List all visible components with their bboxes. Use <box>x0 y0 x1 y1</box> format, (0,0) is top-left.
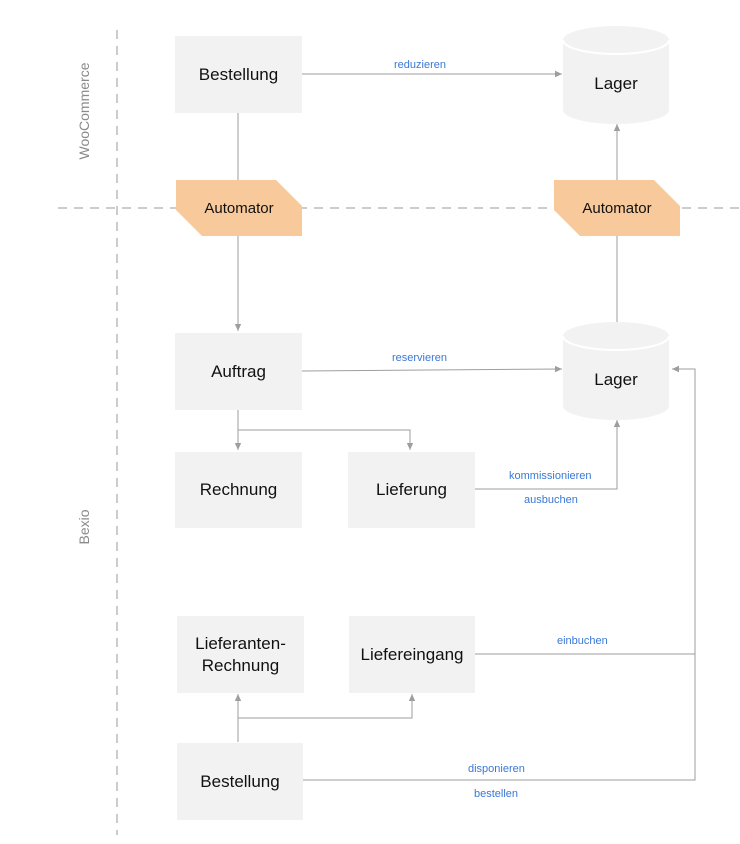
node-lieferung: Lieferung <box>348 452 475 528</box>
lager-label: Lager <box>594 370 638 389</box>
node-lager-bexio: Lager <box>563 322 669 420</box>
lane-label-woocommerce: WooCommerce <box>76 62 92 160</box>
edge-kommissionieren <box>475 420 621 490</box>
edge-label-kommissionieren: kommissionieren <box>509 470 592 482</box>
edge-label-einbuchen: einbuchen <box>557 635 608 647</box>
node-bestellung-bexio: Bestellung <box>177 743 303 820</box>
node-liefereingang: Liefereingang <box>349 616 475 693</box>
automator-shape <box>554 180 680 236</box>
edge-bestellung-liefereingang <box>238 694 416 719</box>
cylinder-shape <box>563 322 669 420</box>
node-bestellung-woocommerce: Bestellung <box>175 36 302 113</box>
lager-label: Lager <box>594 74 638 93</box>
automator-shape <box>176 180 302 236</box>
edge-label-reservieren: reservieren <box>392 352 448 364</box>
cylinder-shape <box>563 26 669 124</box>
node-automator-left: Automator <box>176 180 302 236</box>
edge-label-disponieren: disponieren <box>468 763 525 775</box>
automator-label: Automator <box>582 199 652 217</box>
node-rechnung: Rechnung <box>175 452 302 528</box>
edge-disponieren <box>302 365 696 781</box>
lane-label-bexio: Bexio <box>76 509 92 545</box>
edge-label-ausbuchen: ausbuchen <box>524 494 578 506</box>
edge-label-reduzieren: reduzieren <box>394 59 446 71</box>
edge-reservieren <box>301 365 563 373</box>
edge-auftrag-lieferung <box>238 429 414 450</box>
edge-label-bestellen: bestellen <box>474 788 519 800</box>
automator-label: Automator <box>204 199 274 217</box>
node-automator-right: Automator <box>554 180 680 236</box>
node-auftrag: Auftrag <box>175 333 302 410</box>
node-lager-woocommerce: Lager <box>563 26 669 124</box>
node-lieferanten-rechnung: Lieferanten- Rechnung <box>177 616 304 693</box>
